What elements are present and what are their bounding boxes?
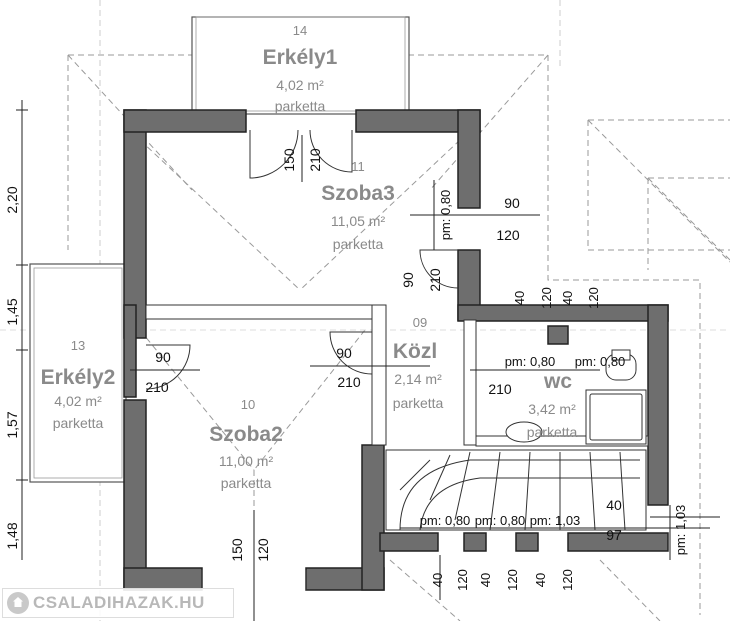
room-erkely2: 13 Erkély2 4,02 m² parketta <box>41 338 116 431</box>
svg-text:150: 150 <box>281 148 297 172</box>
svg-text:11,05 m²: 11,05 m² <box>331 213 386 229</box>
watermark-logo: CSALADIHAZAK.HU <box>2 588 234 618</box>
svg-text:120: 120 <box>255 538 271 562</box>
svg-text:90: 90 <box>336 345 352 361</box>
room-szoba2: 10 Szoba2 11,00 m² parketta <box>209 397 283 491</box>
house-icon <box>7 592 29 614</box>
svg-text:150: 150 <box>229 538 245 562</box>
window-parapet-right: pm: 1,03 <box>673 505 688 556</box>
bathroom-fixtures <box>505 349 647 445</box>
svg-text:parketta: parketta <box>221 475 272 491</box>
svg-text:Szoba2: Szoba2 <box>209 423 283 446</box>
svg-text:Közl: Közl <box>393 340 437 363</box>
svg-text:13: 13 <box>71 338 85 353</box>
svg-text:40: 40 <box>512 291 527 305</box>
svg-text:parketta: parketta <box>527 424 578 440</box>
doors <box>145 129 459 590</box>
door-dimension-labels: 150 210 90 120 90 210 90 210 90 210 150 … <box>145 148 520 562</box>
svg-text:3,42 m²: 3,42 m² <box>528 401 576 417</box>
svg-text:pm: 0,80: pm: 0,80 <box>575 354 626 369</box>
svg-text:pm: 1,03: pm: 1,03 <box>530 513 581 528</box>
svg-text:120: 120 <box>455 569 470 591</box>
svg-text:90: 90 <box>504 195 520 211</box>
room-kozl: 09 Közl 2,14 m² parketta <box>393 315 444 411</box>
svg-text:4,02 m²: 4,02 m² <box>54 393 102 409</box>
dimension-lines <box>16 100 720 621</box>
svg-text:210: 210 <box>307 148 323 172</box>
svg-text:120: 120 <box>560 569 575 591</box>
svg-text:pm: 0,80: pm: 0,80 <box>505 354 556 369</box>
svg-text:120: 120 <box>586 287 601 309</box>
svg-text:4,02 m²: 4,02 m² <box>276 77 324 93</box>
walls <box>123 109 669 591</box>
svg-text:parketta: parketta <box>333 236 384 252</box>
window-parapet-labels: pm: 0,80 pm: 0,80 pm: 0,80 pm: 0,80 pm: … <box>420 190 626 528</box>
balcony-1 <box>191 16 410 115</box>
left-dimensions: 2,20 1,45 1,57 1,48 <box>4 186 20 549</box>
shower <box>585 389 647 445</box>
svg-text:210: 210 <box>488 381 512 397</box>
watermark-text: CSALADIHAZAK.HU <box>33 593 205 612</box>
svg-text:parketta: parketta <box>393 395 444 411</box>
svg-text:1,45: 1,45 <box>4 298 20 325</box>
stair-dim-40: 40 <box>606 497 622 513</box>
svg-text:parketta: parketta <box>53 415 104 431</box>
svg-text:wc: wc <box>543 370 572 393</box>
sink <box>505 421 543 443</box>
svg-text:Erkély2: Erkély2 <box>41 366 116 389</box>
svg-text:pm: 0,80: pm: 0,80 <box>475 513 526 528</box>
svg-text:09: 09 <box>413 315 427 330</box>
svg-text:2,20: 2,20 <box>4 186 20 213</box>
svg-text:90: 90 <box>155 349 171 365</box>
svg-text:210: 210 <box>337 374 361 390</box>
svg-text:40: 40 <box>560 291 575 305</box>
room-wc: wc 3,42 m² parketta <box>527 370 578 440</box>
window-size-labels: 40 120 40 120 40 120 40 120 40 120 <box>430 287 601 591</box>
svg-text:11,00 m²: 11,00 m² <box>219 453 274 469</box>
svg-text:pm: 0,80: pm: 0,80 <box>438 190 453 241</box>
svg-text:Szoba3: Szoba3 <box>321 182 395 205</box>
balcony-2 <box>29 263 127 483</box>
svg-text:120: 120 <box>505 569 520 591</box>
svg-text:90: 90 <box>400 272 416 288</box>
room-szoba3: 11 Szoba3 11,05 m² parketta <box>321 159 395 252</box>
svg-text:10: 10 <box>241 397 255 412</box>
svg-text:Erkély1: Erkély1 <box>263 46 338 69</box>
svg-text:120: 120 <box>539 287 554 309</box>
svg-text:pm: 0,80: pm: 0,80 <box>420 513 471 528</box>
svg-text:40: 40 <box>533 573 548 587</box>
stair-dim-97: 97 <box>606 527 622 543</box>
staircase <box>385 449 647 531</box>
svg-text:parketta: parketta <box>275 98 326 114</box>
svg-text:210: 210 <box>145 379 169 395</box>
svg-text:2,14 m²: 2,14 m² <box>394 371 442 387</box>
svg-text:40: 40 <box>430 573 445 587</box>
svg-text:14: 14 <box>293 23 307 38</box>
partitions <box>145 304 649 447</box>
svg-text:210: 210 <box>427 268 443 292</box>
svg-text:11: 11 <box>351 159 365 174</box>
svg-text:1,57: 1,57 <box>4 411 20 438</box>
svg-text:120: 120 <box>496 227 520 243</box>
room-erkely1: 14 Erkély1 4,02 m² parketta <box>263 23 338 114</box>
svg-text:1,48: 1,48 <box>4 522 20 549</box>
svg-text:40: 40 <box>478 573 493 587</box>
